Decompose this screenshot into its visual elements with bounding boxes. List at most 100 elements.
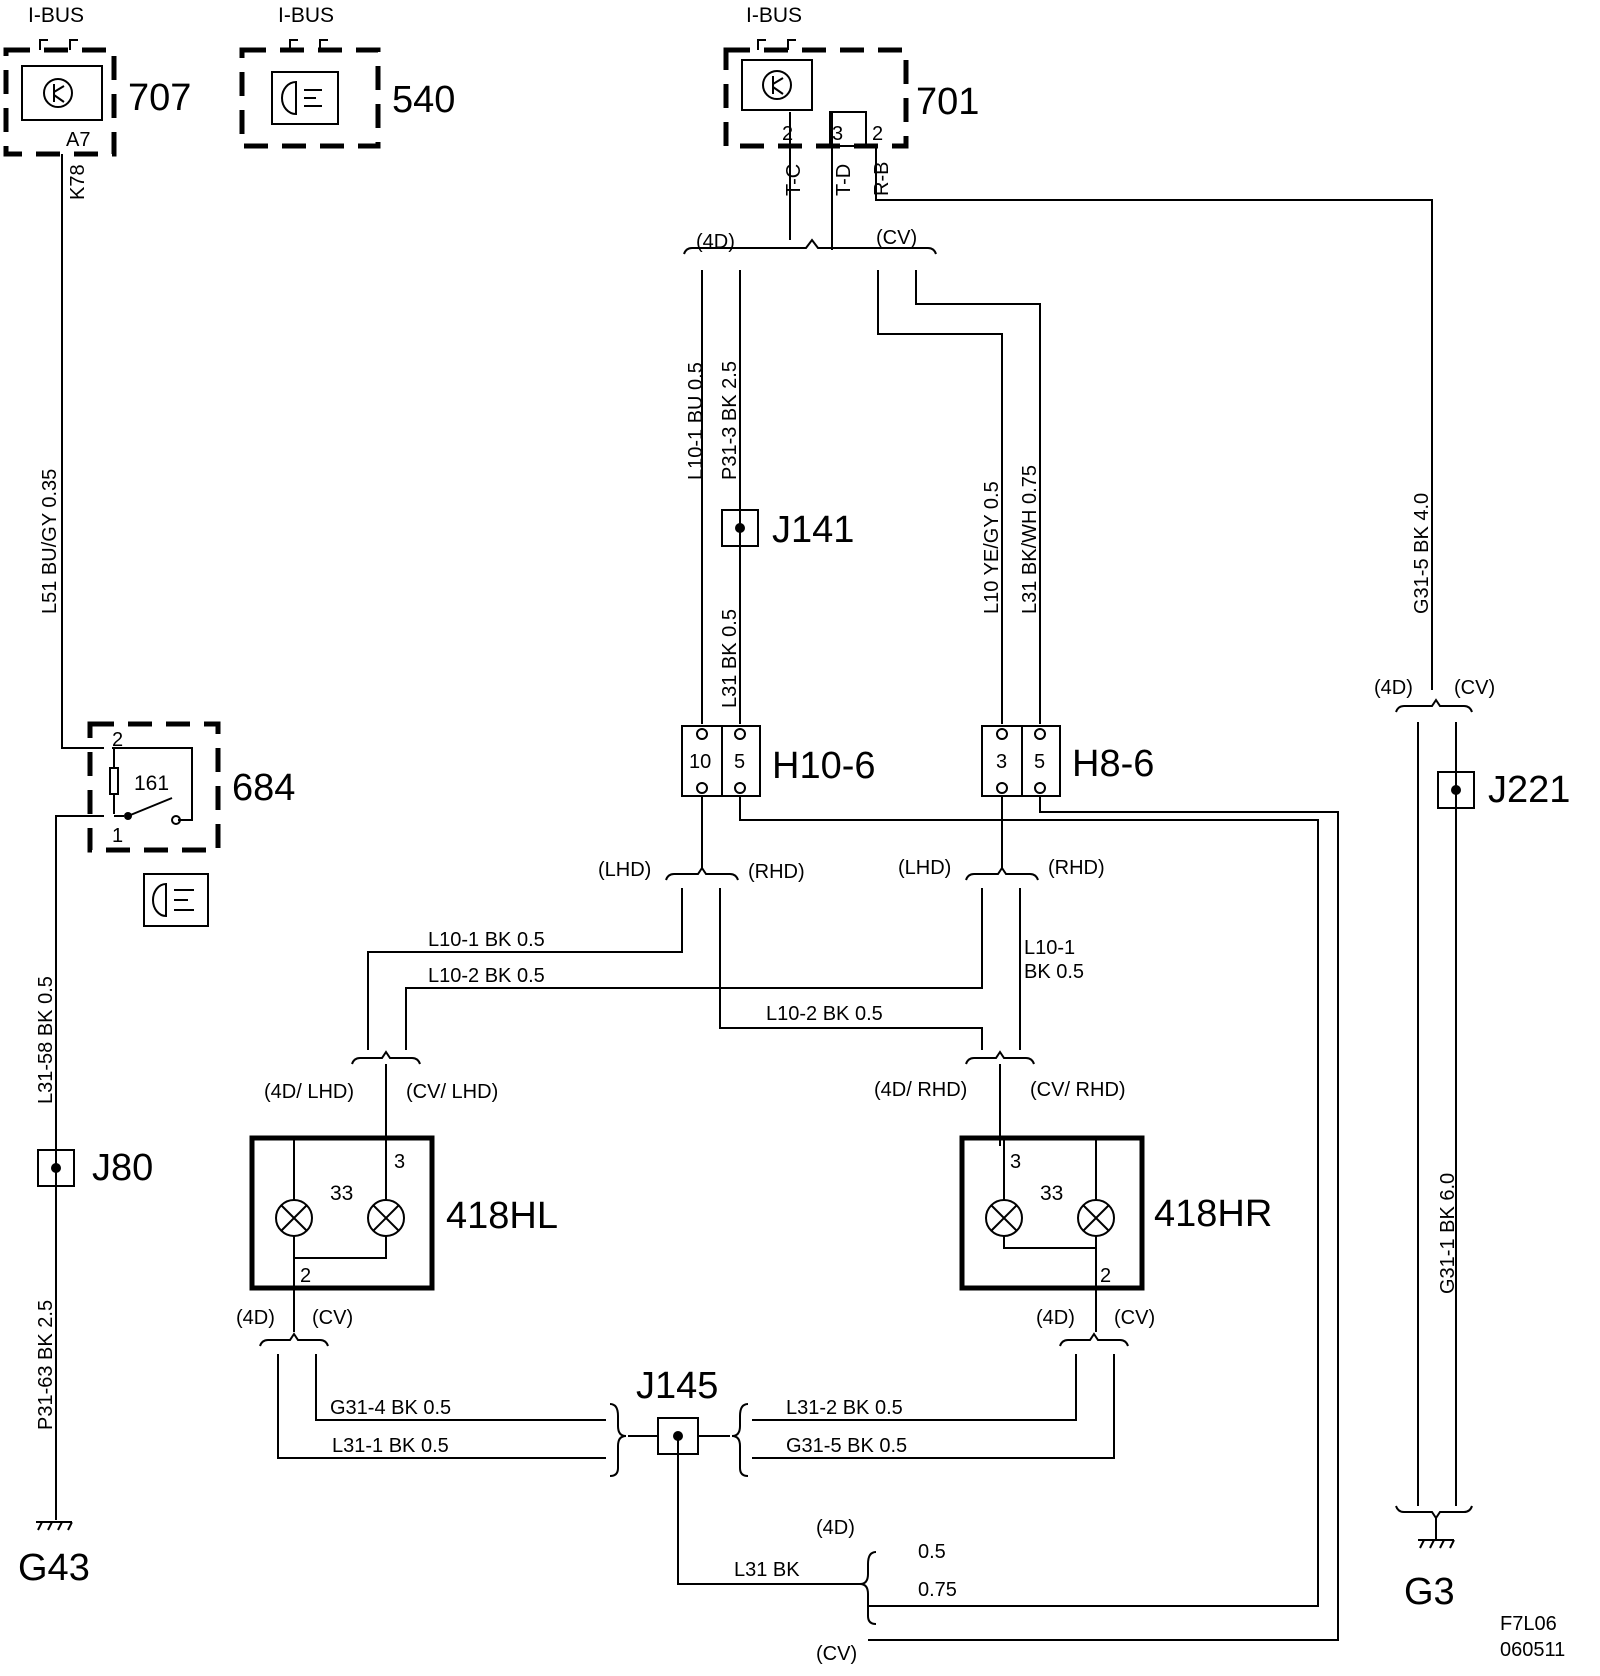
variant-rhd-h8: (RHD) — [1048, 857, 1105, 879]
lamp-418hr-33: 33 — [1040, 1182, 1063, 1205]
variant-cv-rhd: (CV/ RHD) — [1030, 1079, 1126, 1101]
lamp-418hr: 3 2 33 418HR — [959, 1135, 1272, 1291]
wire-l31-2 — [752, 1354, 1077, 1421]
lamp-418hl: 3 2 33 418HL — [249, 1135, 558, 1291]
module-684-boundary — [87, 721, 221, 853]
splice-j80-id: J80 — [92, 1147, 153, 1189]
wire-h8-5-return — [868, 796, 1339, 1641]
pin-684-2: 2 — [112, 729, 123, 751]
wire-r-b-line — [875, 146, 1433, 690]
wire-label-l10-2-left: L10-2 BK 0.5 — [428, 965, 545, 987]
wire-k78: K78 — [67, 164, 89, 200]
splice-j80: J80 — [37, 1147, 153, 1189]
variant-4d-top: (4D) — [696, 231, 735, 253]
wire-label-p31-63: P31-63 BK 2.5 — [35, 1300, 57, 1430]
variant-cv-hl: (CV) — [312, 1307, 353, 1329]
variant-bracket-g31-top — [1395, 698, 1473, 713]
pin-h10-10: 10 — [689, 751, 711, 773]
wires-middle — [351, 796, 1339, 1641]
variant-bracket-hr-top — [965, 1050, 1035, 1065]
ibus-label-707: I-BUS — [28, 4, 84, 27]
wire-l51 — [61, 154, 104, 749]
lamp-418hl-33: 33 — [330, 1182, 353, 1205]
wire-l31-bottom — [677, 1436, 860, 1585]
relay-id-161: 161 — [134, 772, 169, 795]
pin-707-a7: A7 — [66, 129, 90, 151]
module-701-boundary — [723, 47, 909, 149]
ibus-label-701: I-BUS — [746, 4, 802, 27]
ibus-connector-540 — [289, 39, 328, 50]
wire-label-size-05: 0.5 — [918, 1541, 946, 1563]
wire-label-l31-1: L31-1 BK 0.5 — [332, 1435, 449, 1457]
headlight-switch-icon — [152, 882, 194, 918]
variant-4d-g31: (4D) — [1374, 677, 1413, 699]
wire-l10-ye — [877, 270, 1003, 724]
wire-l31-bkwh — [915, 270, 1041, 724]
variant-bracket-g31-bottom — [1395, 1505, 1473, 1520]
splice-j141: J141 — [721, 509, 854, 551]
switch-symbol-box — [143, 873, 209, 927]
component-540: I-BUS 540 — [239, 4, 455, 149]
ibus-connector-707 — [39, 39, 78, 50]
wire-g31-5-05 — [752, 1354, 1115, 1459]
relay-switch-icon — [124, 797, 181, 825]
ground-icon — [1418, 1518, 1455, 1549]
wire-g31-4 — [315, 1354, 606, 1421]
variant-bracket-h10 — [665, 866, 739, 881]
footer-code: F7L06 — [1500, 1613, 1557, 1635]
wires-bottom — [259, 1332, 1129, 1625]
splice-j221-id: J221 — [1488, 769, 1570, 811]
variant-cv-hr: (CV) — [1114, 1307, 1155, 1329]
variant-lhd-h8: (LHD) — [898, 857, 951, 879]
wire-l10-1-left — [367, 888, 683, 1050]
wire-label-l31-58: L31-58 BK 0.5 — [35, 976, 57, 1104]
variant-rhd-h10: (RHD) — [748, 861, 805, 883]
wire-label-size-075: 0.75 — [918, 1579, 957, 1601]
pin-418hl-2: 2 — [300, 1265, 311, 1287]
relay-coil — [109, 767, 119, 795]
module-707-body — [21, 65, 103, 121]
variant-bracket-top — [683, 238, 937, 255]
pin-418hl-3: 3 — [394, 1151, 405, 1173]
footer-date: 060511 — [1500, 1639, 1565, 1661]
variant-bracket-hl-top — [351, 1050, 421, 1065]
relay-loop — [112, 747, 193, 821]
bulb-icon — [1077, 1199, 1115, 1237]
wire-label-l10-ye: L10 YE/GY 0.5 — [981, 481, 1003, 614]
variant-cv-top: (CV) — [876, 227, 917, 249]
relay-coil-leads — [113, 748, 124, 817]
variant-4d-hr: (4D) — [1036, 1307, 1075, 1329]
variant-4d-hl: (4D) — [236, 1307, 275, 1329]
wire-label-l31-bkwh: L31 BK/WH 0.75 — [1019, 465, 1041, 614]
ground-g3-id: G3 — [1404, 1571, 1455, 1613]
bulb-icon — [275, 1199, 313, 1237]
wire-h10-5-return — [739, 796, 1319, 1607]
splice-j145-id: J145 — [636, 1365, 718, 1407]
ground-g43: G43 — [18, 1521, 90, 1589]
bulb-icon — [367, 1199, 405, 1237]
module-684-id: 684 — [232, 767, 295, 809]
wire-label-l10-1-bu: L10-1 BU 0.5 — [685, 362, 707, 480]
ground-icon — [36, 1521, 73, 1531]
lamp-418hl-wiring — [293, 1138, 387, 1259]
variant-lhd-h10: (LHD) — [598, 859, 651, 881]
ground-g3: G3 — [1404, 1518, 1455, 1613]
right-junction-brace — [731, 1403, 749, 1477]
module-540-id: 540 — [392, 79, 455, 121]
connector-h10-6: 10 5 H10-6 — [681, 725, 876, 797]
variant-4d-bottom: (4D) — [816, 1517, 855, 1539]
wire-label-l51: L51 BU/GY 0.35 — [39, 469, 61, 614]
variant-bracket-h8 — [965, 866, 1039, 881]
pin-701-2b: 2 — [872, 123, 883, 145]
wire-label-g31-1: G31-1 BK 6.0 — [1437, 1173, 1459, 1294]
bulb-icon — [985, 1199, 1023, 1237]
ground-g43-id: G43 — [18, 1547, 90, 1589]
connector-h10-6-id: H10-6 — [772, 745, 876, 787]
wire-label-g31-5-40: G31-5 BK 4.0 — [1411, 493, 1433, 614]
headlight-switch-icon — [281, 80, 322, 116]
wire-label-g31-5-05: G31-5 BK 0.5 — [786, 1435, 907, 1457]
component-701: I-BUS 701 2 3 2 T-C T-D R-B — [723, 4, 979, 196]
variant-4d-rhd: (4D/ RHD) — [874, 1079, 967, 1101]
wire-label-l10-2-mid: L10-2 BK 0.5 — [766, 1003, 883, 1025]
